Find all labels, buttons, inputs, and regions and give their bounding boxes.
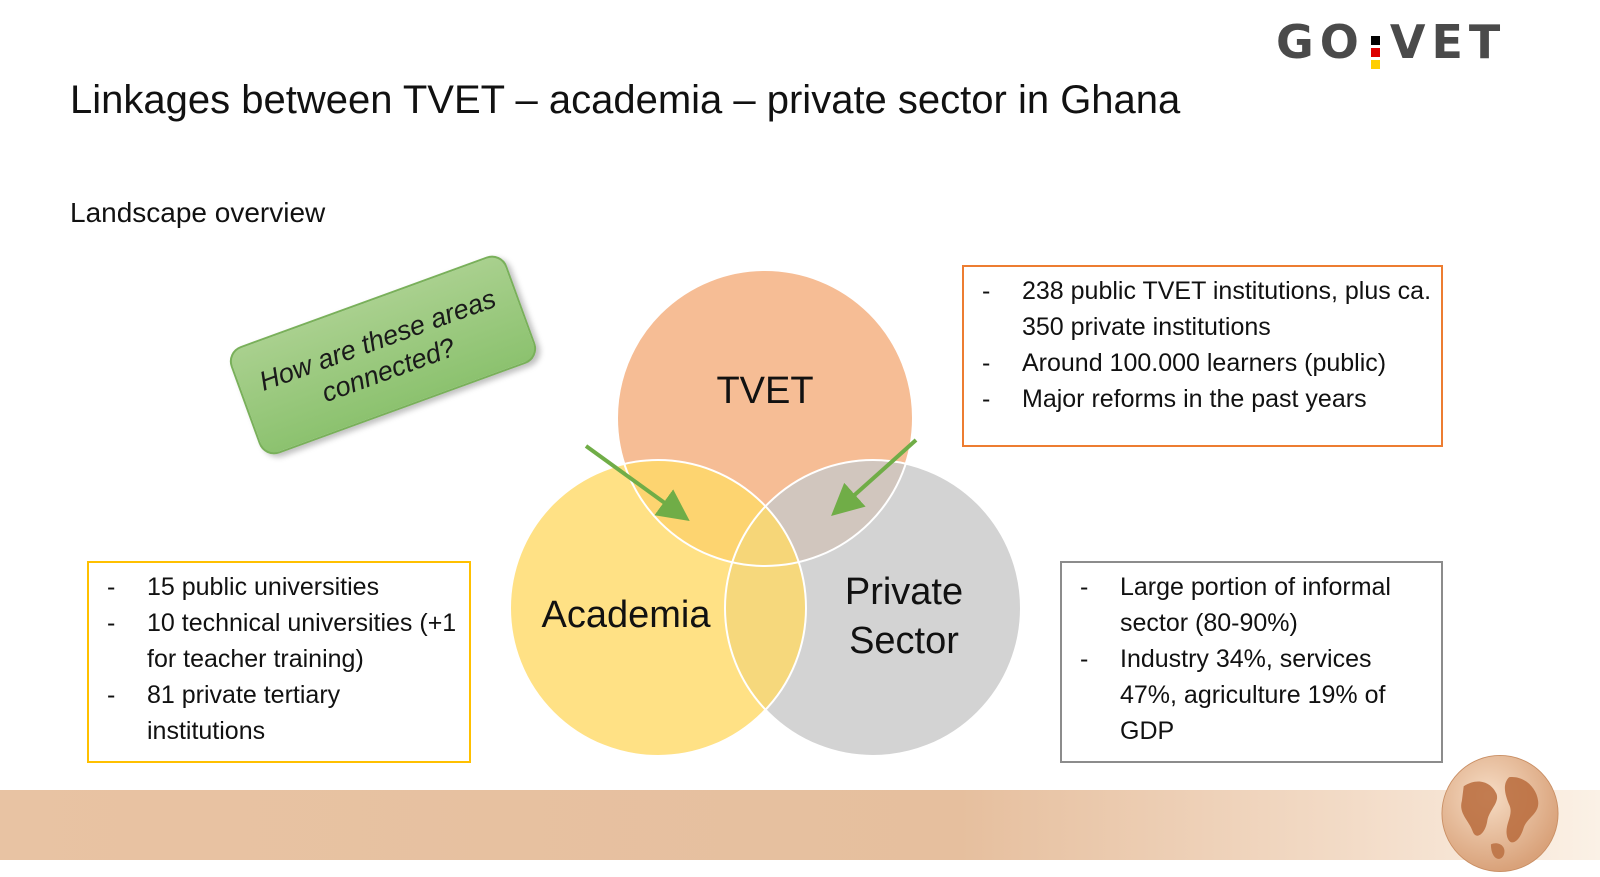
list-item: Large portion of informal sector (80-90%… xyxy=(1070,569,1433,641)
german-flag-icon xyxy=(1370,35,1380,69)
venn-label-academia: Academia xyxy=(542,594,712,636)
tvet-info-box: 238 public TVET institutions, plus ca. 3… xyxy=(962,265,1443,447)
globe-icon xyxy=(1441,754,1559,873)
slide-subtitle: Landscape overview xyxy=(70,197,326,228)
list-item: 238 public TVET institutions, plus ca. 3… xyxy=(972,273,1433,345)
list-item: Industry 34%, services 47%, agriculture … xyxy=(1070,641,1433,749)
logo-text-go: GO xyxy=(1276,15,1365,69)
list-item: Major reforms in the past years xyxy=(972,381,1433,417)
circle-academia xyxy=(510,460,806,756)
venn-label-private-line1: Private xyxy=(845,571,963,613)
arrow-left xyxy=(584,444,690,522)
slide-title: Linkages between TVET – academia – priva… xyxy=(70,78,1181,122)
venn-label-tvet: TVET xyxy=(716,370,813,412)
venn-label-private-line2: Sector xyxy=(849,620,959,662)
footer-band xyxy=(0,790,1600,860)
private-sector-info-box: Large portion of informal sector (80-90%… xyxy=(1060,561,1443,763)
logo-text-vet: VET xyxy=(1389,15,1507,69)
arrow-right xyxy=(831,438,918,517)
list-item: 81 private tertiary institutions xyxy=(97,677,461,749)
circle-private-outline xyxy=(724,459,1022,757)
circle-tvet-outline xyxy=(616,269,914,567)
academia-info-box: 15 public universities 10 technical univ… xyxy=(87,561,471,763)
circle-academia-outline xyxy=(509,459,807,757)
list-item: Around 100.000 learners (public) xyxy=(972,345,1433,381)
govet-logo: GO VET xyxy=(1276,12,1506,72)
circle-private-sector xyxy=(725,460,1021,756)
list-item: 15 public universities xyxy=(97,569,461,605)
list-item: 10 technical universities (+1 for teache… xyxy=(97,605,461,677)
